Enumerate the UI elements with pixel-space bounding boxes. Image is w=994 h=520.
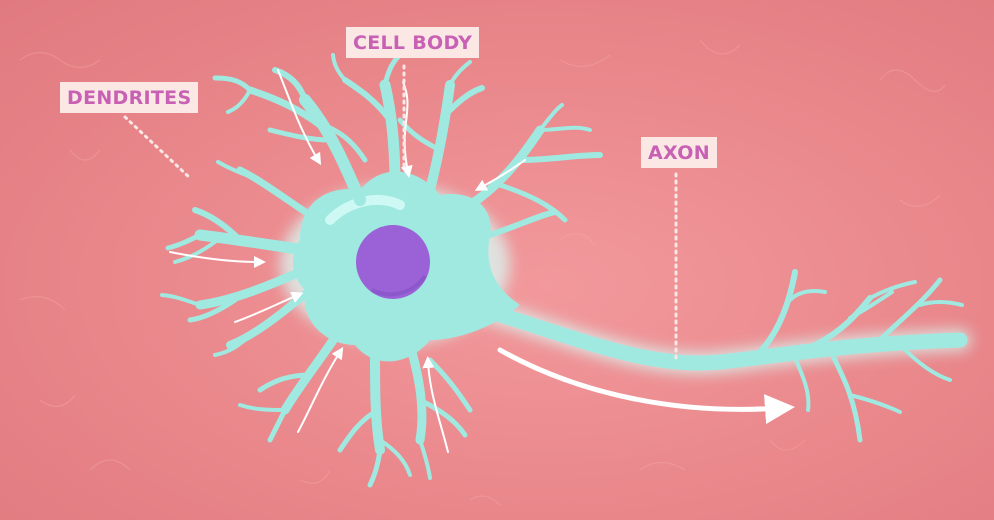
axon-shape (442, 292, 968, 371)
dendrites-label: DENDRITES (60, 82, 199, 113)
leader-lines (123, 64, 678, 362)
nucleus (356, 225, 430, 299)
cell-body-label: CELL BODY (346, 27, 480, 58)
dendrites-leader (123, 115, 192, 180)
signal-arrows (169, 69, 795, 453)
background-texture (19, 39, 946, 506)
axon-label: AXON (641, 137, 717, 168)
axon-direction-arrow (497, 347, 795, 425)
